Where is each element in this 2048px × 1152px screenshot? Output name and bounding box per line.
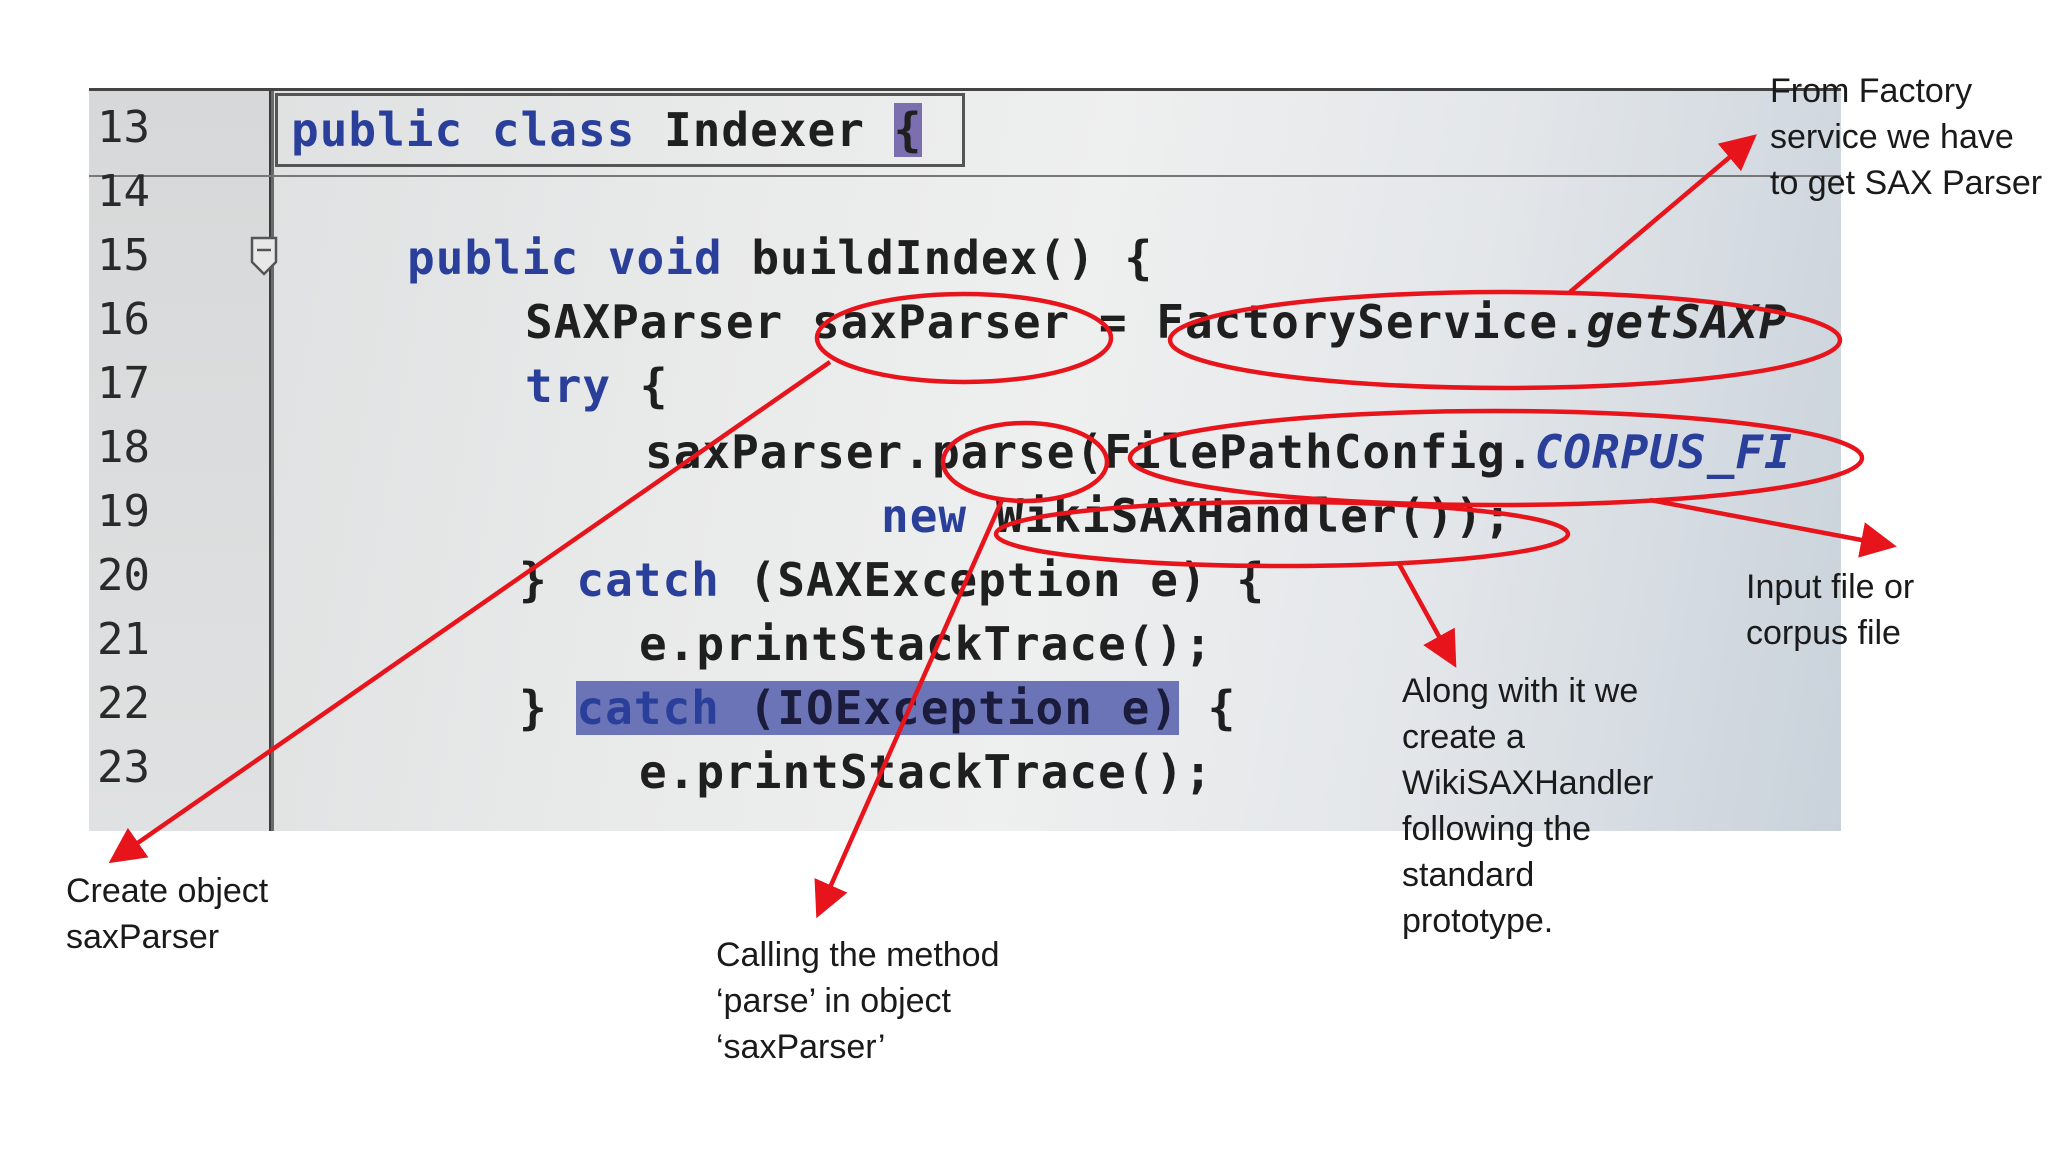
fold-guide-line [271,88,274,831]
factory-method: getSAXP [1586,295,1788,349]
code-line-15: public void buildIndex() { [407,228,1153,288]
code-line-21: e.printStackTrace(); [639,614,1213,674]
brace: } [519,553,577,607]
parse-method: parse [931,425,1076,479]
handler-constructor: WikiSAXHandler()); [967,489,1513,543]
annotation-factory: From Factory service we have to get SAX … [1770,72,2043,202]
line-number: 20 [97,550,150,601]
annotation-calling-parse: Calling the method ‘parse’ in object ‘sa… [716,936,1000,1066]
object-ref: saxParser. [645,425,932,479]
method-signature: buildIndex() { [722,231,1154,285]
line-number: 13 [97,102,150,153]
assign-operator: = [1070,295,1157,349]
code-text: e.printStackTrace(); [639,745,1213,799]
code-line-19: new WikiSAXHandler()); [881,486,1512,546]
code-text: e.printStackTrace(); [639,617,1213,671]
annotation-handler: Along with it we create a WikiSAXHandler… [1402,672,1654,940]
line-number: 15 [97,230,150,281]
code-line-23: e.printStackTrace(); [639,742,1213,802]
line-number: 16 [97,294,150,345]
annotation-input-file: Input file or corpus file [1746,568,1915,652]
keyword: public class [291,103,636,157]
annotation-create-object: Create object saxParser [66,872,269,956]
keyword: new [881,489,968,543]
corpus-constant: CORPUS_FI [1534,425,1793,479]
keyword: catch [576,553,720,607]
code-line-18: saxParser.parse(FilePathConfig.CORPUS_FI [645,422,1793,482]
keyword: public void [407,231,723,285]
line-number: 21 [97,614,150,665]
keyword: catch [576,681,720,735]
line-number: 17 [97,358,150,409]
class-header-row [89,88,1841,177]
line-number: 23 [97,742,150,793]
code-line-20: } catch (SAXException e) { [519,550,1265,610]
code-line-17: try { [525,356,668,416]
code-line-13: public class Indexer { [291,100,923,160]
class-name: Indexer [635,103,894,157]
brace-highlight: { [893,103,923,157]
code-text: { [611,359,669,413]
code-line-16: SAXParser saxParser = FactoryService.get… [525,292,1788,352]
paren: ( [1075,425,1105,479]
line-number: 18 [97,422,150,473]
type-name: SAXParser [525,295,812,349]
line-number: 22 [97,678,150,729]
code-line-22: } catch (IOException e) { [519,678,1236,738]
line-number: 19 [97,486,150,537]
fold-marker-icon[interactable] [250,236,278,276]
code-text: (SAXException e) { [719,553,1266,607]
config-class: FilePathConfig. [1104,425,1535,479]
keyword: try [525,359,612,413]
line-number: 14 [97,166,150,217]
code-text: (IOException e) [719,681,1179,735]
code-text: { [1178,681,1237,735]
selected-text[interactable]: catch (IOException e) [576,681,1179,735]
factory-call: FactoryService. [1156,295,1587,349]
variable-saxparser: saxParser [811,295,1071,349]
brace: } [519,681,577,735]
class-declaration-box [275,93,965,167]
